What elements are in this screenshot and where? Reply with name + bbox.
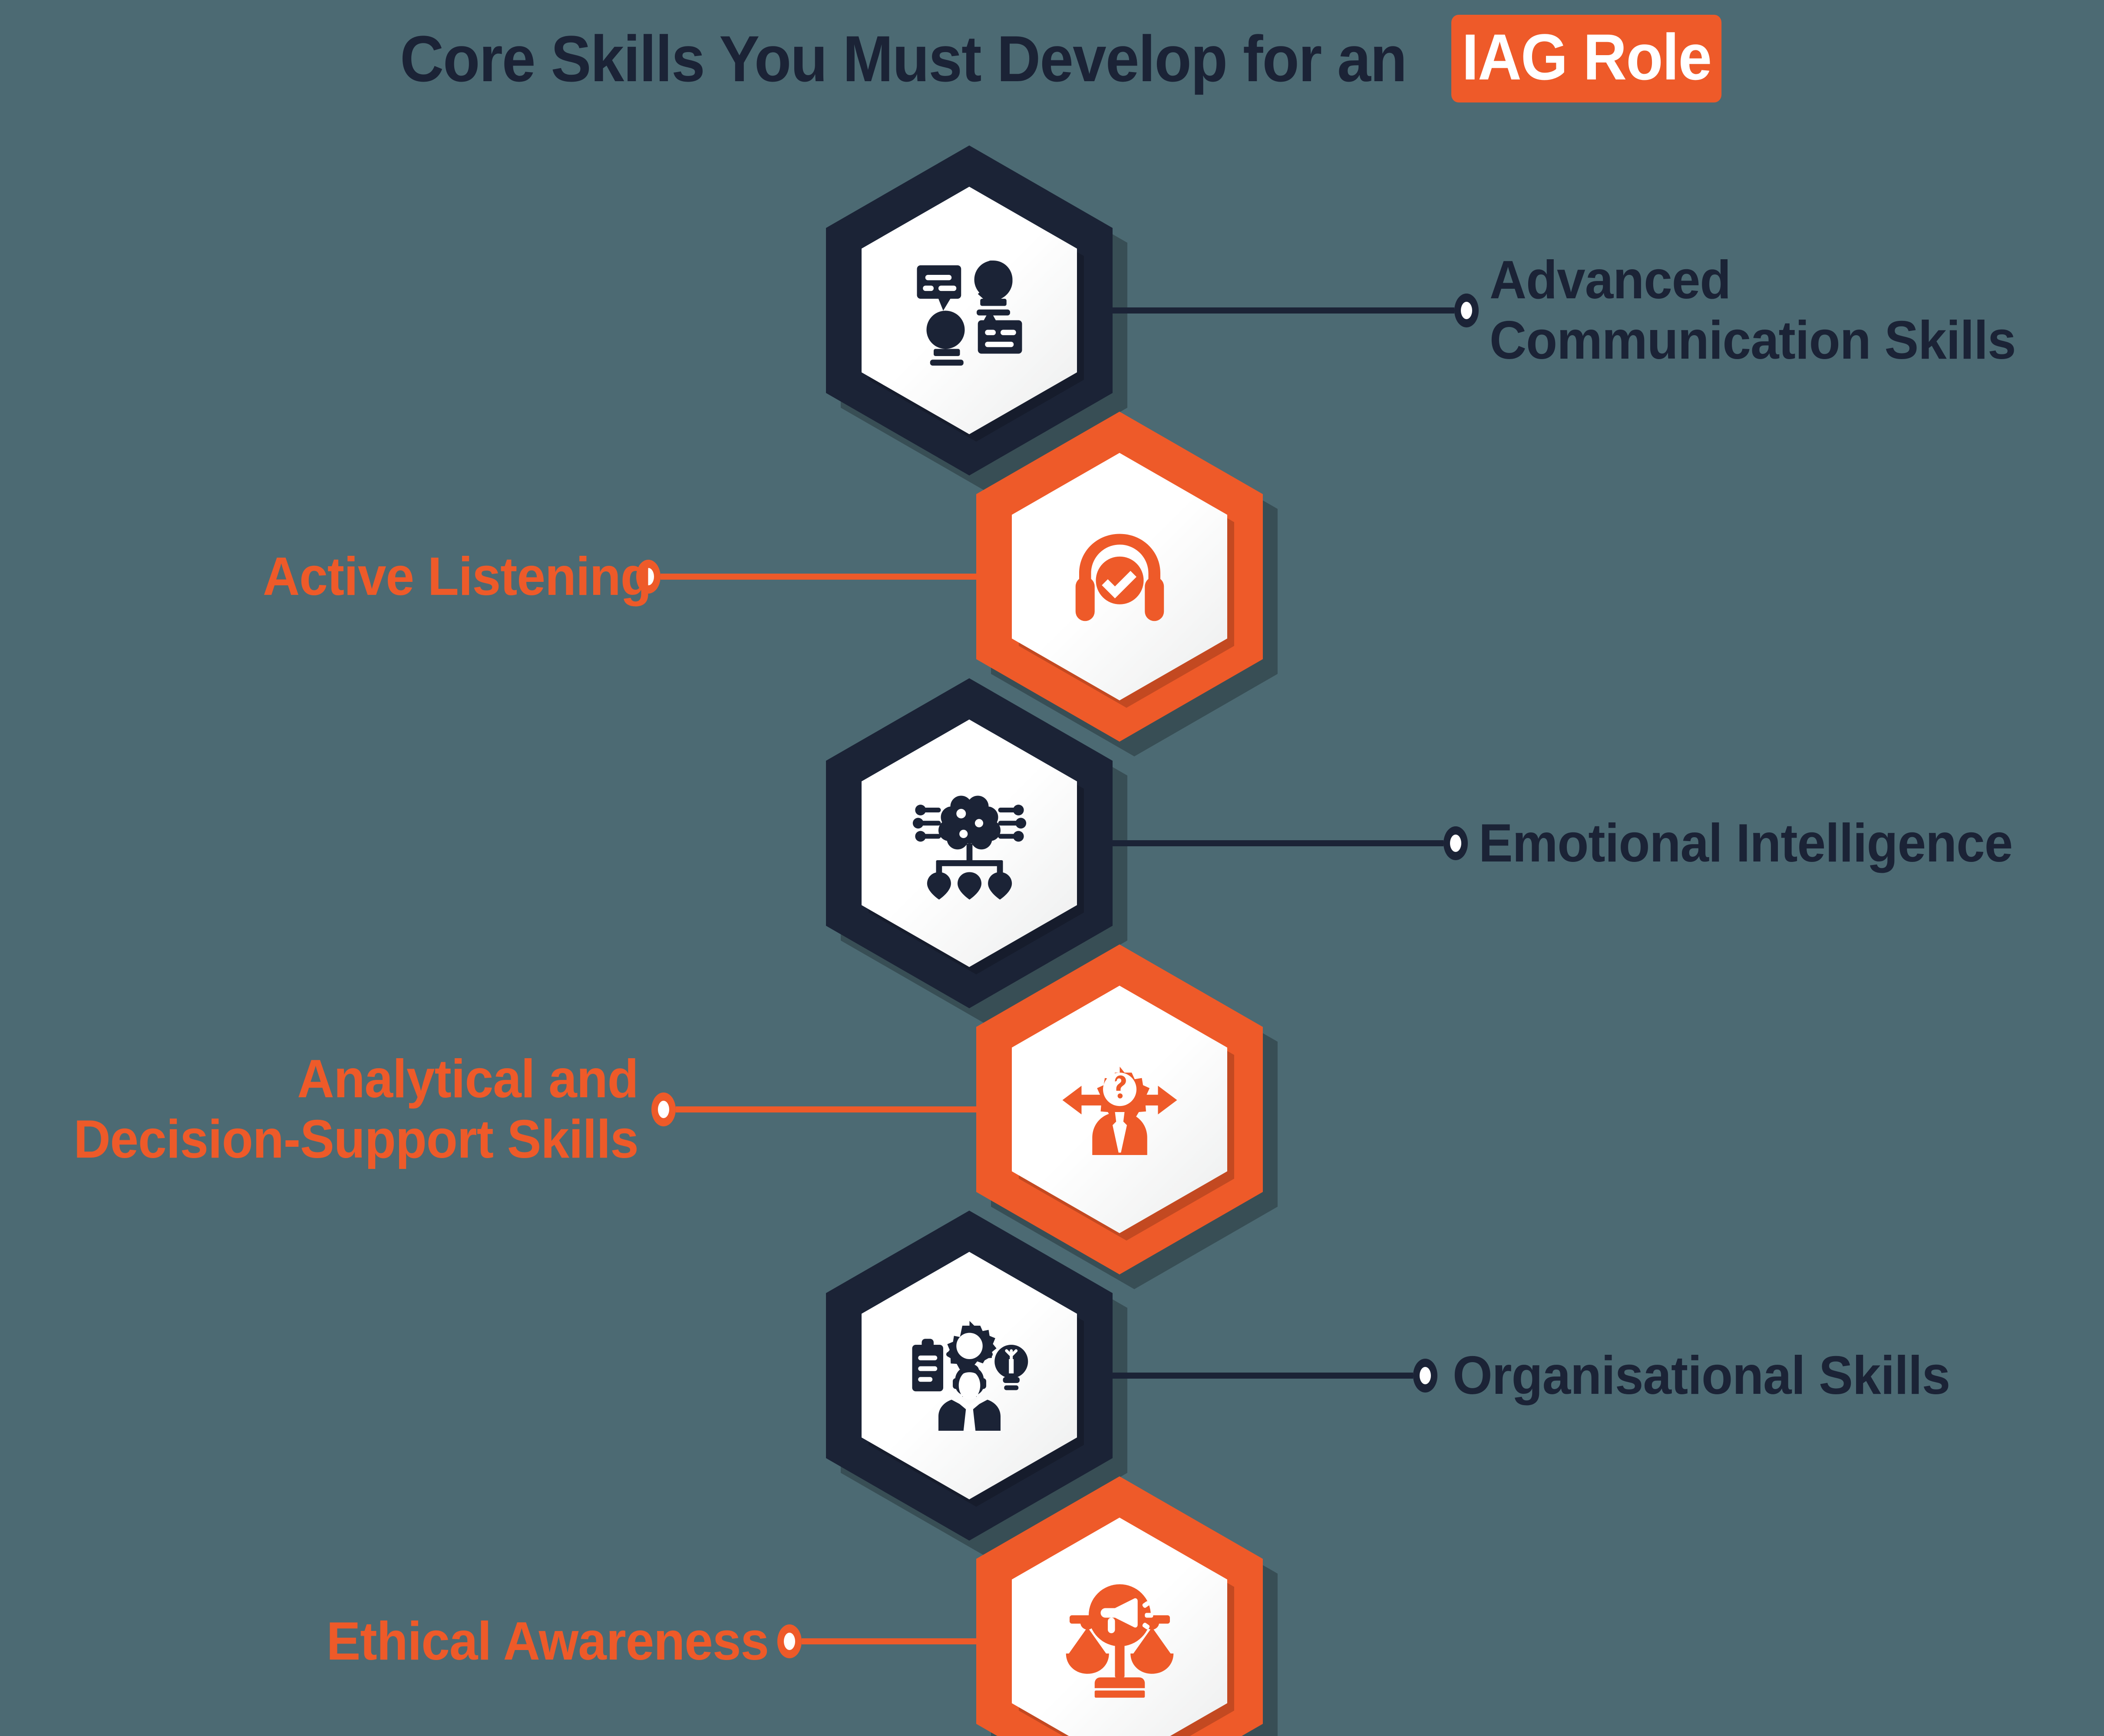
hexagon-tile-advanced-communication-skills[interactable] (826, 145, 1127, 490)
skill-row-advanced-communication-skills: Advanced Communication Skills (0, 145, 2104, 490)
connector-node-dot (643, 568, 654, 585)
person-gear-question-arrows-icon (1012, 986, 1227, 1233)
connector-emotional-intelligence (1086, 678, 1468, 1008)
connector-node (1443, 826, 1468, 860)
connector-organisational-skills (1086, 1211, 1437, 1541)
skill-row-analytical-decision-support-skills: Analytical and Decision-Support Skills (0, 944, 2104, 1289)
page-title-highlight-badge: IAG Role (1451, 15, 1722, 102)
connector-line (1086, 840, 1443, 846)
person-clipboard-gear-bulb-icon (862, 1252, 1077, 1499)
connector-line (802, 1638, 999, 1644)
hexagon-tile-emotional-intelligence[interactable] (826, 678, 1127, 1023)
hexagon-tile-ethical-awareness[interactable] (976, 1476, 1278, 1736)
hexagon-tile-analytical-decision-support-skills[interactable] (976, 944, 1278, 1289)
skill-label-analytical-decision-support-skills: Analytical and Decision-Support Skills (73, 1049, 639, 1169)
hexagon-inner-face (862, 187, 1077, 434)
connector-node-dot (1461, 302, 1472, 319)
connector-node-dot (1420, 1367, 1431, 1384)
skill-label-active-listening: Active Listening (263, 546, 652, 607)
connector-node-dot (1450, 835, 1461, 852)
page-title-text: Core Skills You Must Develop for an (400, 22, 1407, 95)
speech-bubbles-heads-icon (862, 187, 1077, 434)
skill-label-advanced-communication-skills: Advanced Communication Skills (1490, 250, 2016, 370)
connector-node (636, 560, 661, 594)
connector-line (1086, 307, 1454, 314)
connector-line (661, 574, 999, 580)
brain-circuit-hearts-icon (862, 719, 1077, 967)
connector-line (1086, 1373, 1413, 1379)
connector-active-listening (636, 412, 999, 742)
connector-analytical-decision-support-skills (651, 944, 999, 1274)
hexagon-tile-active-listening[interactable] (976, 412, 1278, 756)
connector-line (676, 1106, 999, 1112)
skill-row-emotional-intelligence: Emotional Intelligence (0, 678, 2104, 1023)
skill-label-ethical-awareness: Ethical Awareness (326, 1611, 769, 1671)
skill-row-ethical-awareness: Ethical Awareness (0, 1476, 2104, 1736)
scales-megaphone-icon (1012, 1518, 1227, 1736)
connector-node (1413, 1359, 1437, 1393)
connector-node (651, 1092, 676, 1126)
skill-row-active-listening: Active Listening (0, 412, 2104, 756)
skill-label-organisational-skills: Organisational Skills (1453, 1345, 1950, 1406)
skill-label-emotional-intelligence: Emotional Intelligence (1479, 813, 2013, 873)
headphones-check-icon (1012, 453, 1227, 700)
connector-node-dot (658, 1101, 669, 1118)
connector-node (777, 1624, 802, 1658)
connector-ethical-awareness (777, 1476, 999, 1736)
connector-node (1454, 294, 1479, 327)
connector-node-dot (784, 1633, 795, 1650)
connector-advanced-communication-skills (1086, 145, 1479, 475)
page-title: Core Skills You Must Develop for an IAG R… (0, 9, 2104, 109)
